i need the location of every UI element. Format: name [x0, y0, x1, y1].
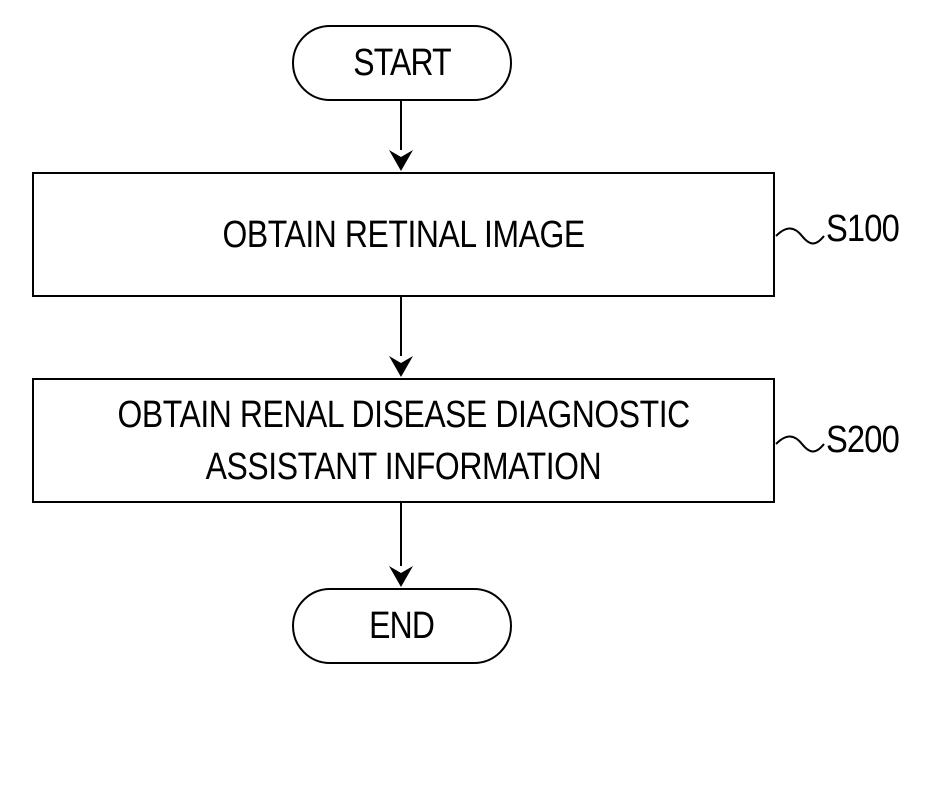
- end-label: END: [370, 605, 435, 648]
- step-id-label-s200: S200: [826, 419, 911, 462]
- end-terminal: END: [292, 588, 512, 664]
- step-s200-text-line-2: ASSISTANT INFORMATION: [206, 441, 602, 493]
- leader-line-s200: [776, 437, 824, 452]
- step-s100-text-line-1: OBTAIN RETINAL IMAGE: [222, 209, 584, 261]
- step-s100-id: S100: [826, 208, 899, 251]
- step-id-label-s100: S100: [826, 208, 911, 251]
- start-label: START: [353, 42, 450, 85]
- step-s200-id: S200: [826, 419, 899, 462]
- step-box-s100: OBTAIN RETINAL IMAGE: [32, 172, 775, 297]
- arrow-start-to-s100: [389, 101, 413, 171]
- step-box-s200: OBTAIN RENAL DISEASE DIAGNOSTIC ASSISTAN…: [32, 378, 775, 503]
- start-terminal: START: [292, 25, 512, 101]
- leader-line-s100: [776, 229, 824, 244]
- arrow-s100-to-s200: [389, 297, 413, 377]
- arrow-s200-to-end: [389, 503, 413, 587]
- step-s200-text-line-1: OBTAIN RENAL DISEASE DIAGNOSTIC: [117, 389, 689, 441]
